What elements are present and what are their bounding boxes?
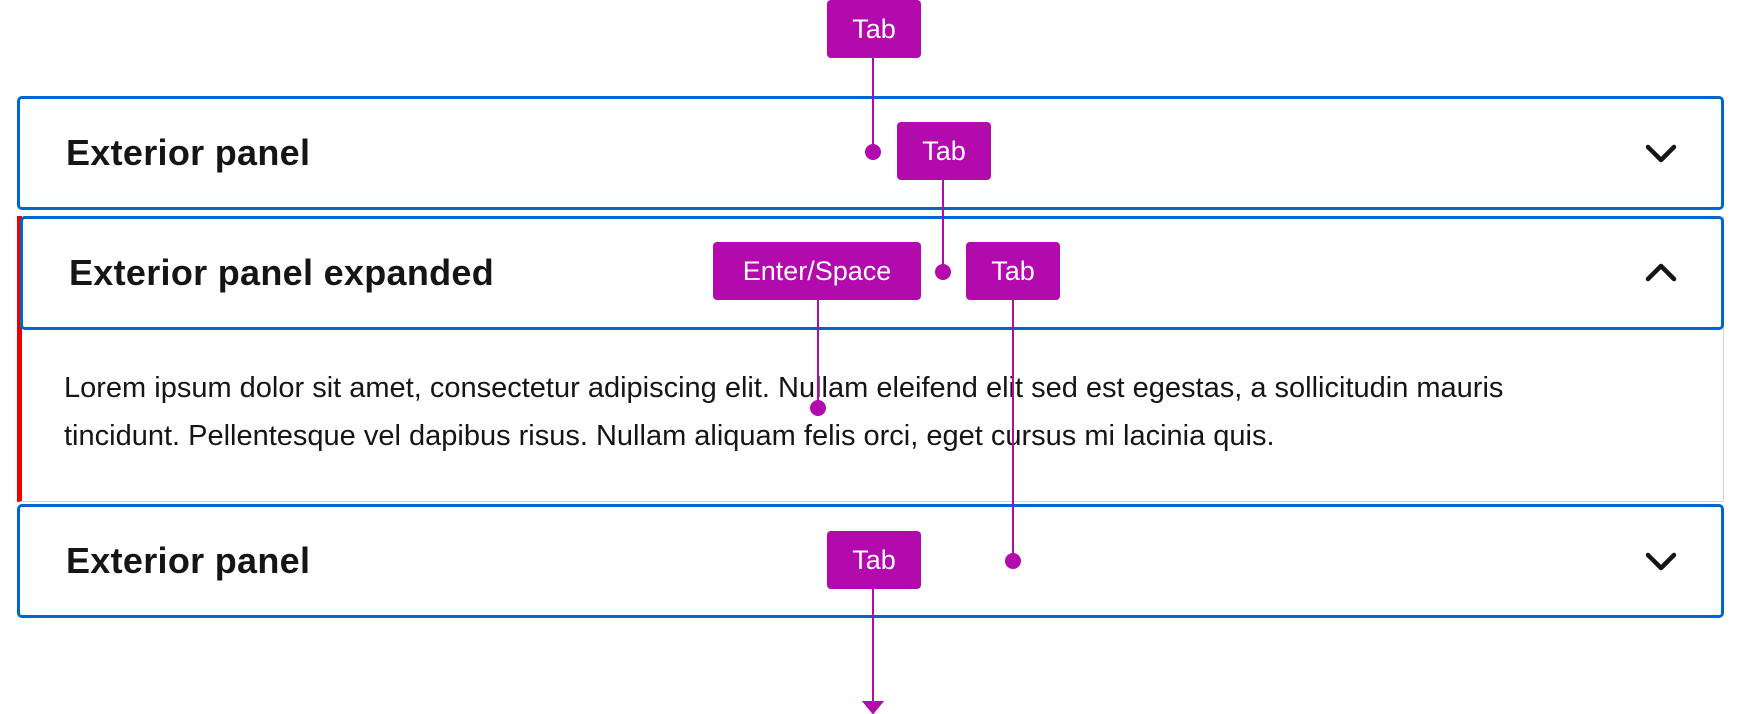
arrow-down-icon	[861, 701, 885, 714]
chevron-down-icon	[1643, 543, 1679, 579]
accordion-toggle-2[interactable]: Exterior panel expanded	[20, 216, 1724, 330]
accordion-panel-1: Exterior panel	[17, 96, 1724, 210]
callout-tab-3: Tab	[966, 242, 1060, 300]
callout-tab-1: Tab	[827, 0, 921, 58]
callout-tab-4: Tab	[827, 531, 921, 589]
callout-tab-2: Tab	[897, 122, 991, 180]
panel-title: Exterior panel	[66, 540, 311, 581]
chevron-down-icon	[1643, 135, 1679, 171]
panel-title: Exterior panel	[66, 132, 311, 173]
accordion-toggle-1[interactable]: Exterior panel	[17, 96, 1724, 210]
panel-title: Exterior panel expanded	[69, 252, 495, 293]
accordion-toggle-3[interactable]: Exterior panel	[17, 504, 1724, 618]
chevron-up-icon	[1643, 255, 1679, 291]
panel-body-text: Lorem ipsum dolor sit amet, consectetur …	[64, 372, 1504, 452]
callout-enter-space: Enter/Space	[713, 242, 921, 300]
